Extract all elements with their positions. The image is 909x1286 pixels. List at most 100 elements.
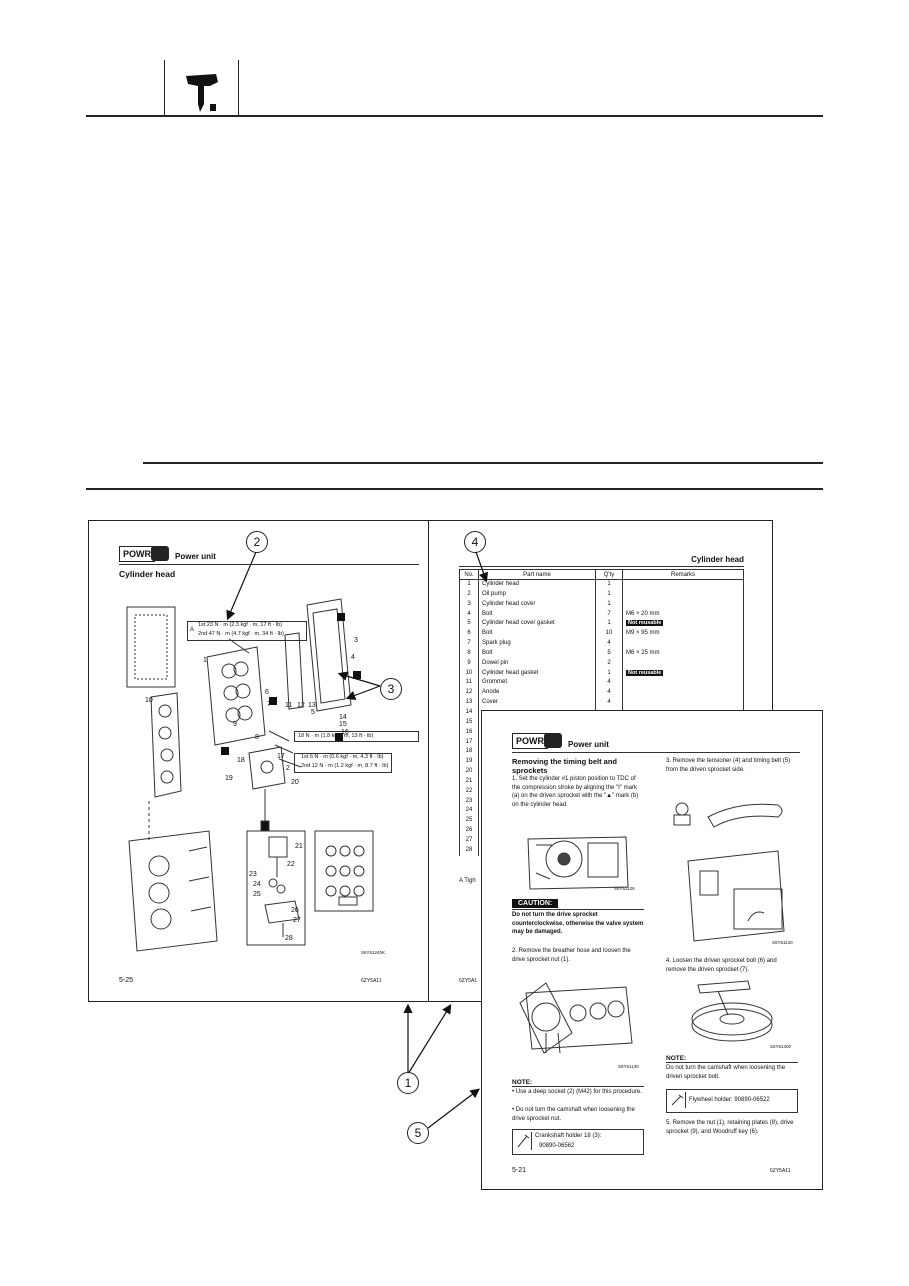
part-number: 16 [341, 729, 349, 736]
column-header: No. [459, 569, 479, 580]
tool-box-flywheel-holder: Flywheel holder: 90890-06522 [666, 1089, 798, 1113]
note-label: NOTE: [666, 1055, 687, 1062]
manual-code: 6ZY5A11 [770, 1168, 791, 1174]
torque-row: 2nd 47 N · m (4.7 kgf · m, 34 ft · lb) [198, 631, 284, 637]
row-number: 21 [459, 776, 479, 787]
tool-code: 90890-06562 [539, 1143, 575, 1149]
engine-illustration-2 [519, 982, 633, 1054]
caution-text: Do not turn the drive sprocket countercl… [512, 912, 644, 936]
image-code: S6Y51300 [770, 1044, 792, 1049]
section-tag: POWR [512, 733, 548, 749]
engine-illustration-3 [673, 802, 785, 942]
row-number: 17 [459, 737, 479, 748]
quantity: 1 [595, 579, 623, 590]
row-number: 13 [459, 698, 479, 708]
part-number: 27 [293, 917, 301, 924]
quantity: 1 [595, 619, 623, 630]
manual-page-front: POWR Power unit Removing the timing belt… [481, 710, 823, 1190]
row-number: 4 [459, 609, 479, 620]
quantity: 2 [595, 658, 623, 669]
row-number: 20 [459, 767, 479, 777]
quantity: 10 [595, 629, 623, 640]
row-number: 10 [459, 668, 479, 679]
remarks [622, 658, 744, 669]
remarks: M9 × 95 mm [622, 629, 744, 640]
manual-code: 6ZY5A11 [361, 978, 382, 984]
image-code: S6Y51140 [772, 940, 793, 945]
part-number: 21 [295, 843, 303, 850]
callout-2: 2 [246, 531, 268, 553]
part-number: 5 [311, 709, 315, 716]
part-number: 3 [354, 637, 358, 644]
outboard-motor-icon [186, 74, 218, 112]
engine-icon [544, 733, 562, 748]
torque-box-1: A 1st 23 N · m (2.3 kgf · m, 17 ft · lb)… [187, 621, 307, 641]
column-header: Part name [478, 569, 596, 580]
part-number: 12 [297, 702, 305, 709]
part-name: Cylinder head [478, 579, 596, 590]
caution-rule [512, 909, 644, 910]
column-header: Remarks [622, 569, 744, 580]
row-number: 6 [459, 629, 479, 640]
column-header: Q'ty [595, 569, 623, 580]
remarks [622, 688, 744, 699]
step-5: 5. Remove the nut (1), retaining plates … [666, 1120, 794, 1135]
part-number: 2 [286, 765, 290, 772]
section-title: Cylinder head [119, 569, 176, 579]
row-number: 7 [459, 639, 479, 649]
header-box-icon [164, 60, 239, 116]
remarks [622, 579, 744, 590]
image-code: S6Y51240K [361, 950, 386, 955]
note-label: NOTE: [512, 1079, 533, 1086]
part-number: 7 [267, 701, 271, 708]
part-name: Oil pump [478, 589, 596, 600]
part-number: 15 [339, 721, 347, 728]
wrench-icon [669, 1092, 686, 1108]
remarks: M6 × 20 mm [622, 609, 744, 620]
part-number: 6 [265, 689, 269, 696]
page-title: Power unit [568, 740, 609, 749]
part-number: 17 [277, 753, 285, 760]
wrench-icon [515, 1132, 532, 1150]
row-number: 11 [459, 678, 479, 689]
part-number: 4 [351, 654, 355, 661]
torque-row: 1st 6 N · m (0.6 kgf · m, 4.3 ft · lb) [301, 754, 384, 760]
image-code: S6Y51130 [618, 1064, 639, 1069]
header-box-blank [86, 60, 165, 116]
callout-5: 5 [407, 1122, 429, 1144]
quantity: 1 [595, 668, 623, 679]
part-name: Cover [478, 698, 596, 708]
section-title: Removing the timing belt and sprockets [512, 757, 618, 775]
part-number: 26 [291, 907, 299, 914]
part-number: 13 [308, 702, 316, 709]
part-name: Anode [478, 688, 596, 699]
step-1: 1. Set the cylinder #1 piston position t… [512, 776, 639, 808]
part-number: 8 [255, 734, 259, 741]
step-2: 2. Remove the breather hose and loosen t… [512, 948, 631, 963]
part-number: 23 [249, 871, 257, 878]
part-name: Cylinder head gasket [478, 668, 596, 679]
cylinder-head-exploded-diagram [126, 598, 374, 952]
content-rule-lower [86, 488, 823, 490]
step-4: 4. Loosen the driven sprocket bolt (6) a… [666, 958, 777, 973]
engine-icon [151, 546, 169, 561]
header-rule [86, 115, 823, 117]
row-number: 16 [459, 727, 479, 738]
torque-row: 2nd 12 N · m (1.2 kgf · m, 8.7 ft · lb) [301, 763, 389, 769]
part-number: 22 [287, 861, 295, 868]
quantity: 5 [595, 648, 623, 659]
content-rule-upper [143, 462, 823, 464]
table-header-row: No. Part name Q'ty Remarks [459, 569, 744, 580]
quantity: 4 [595, 698, 623, 708]
sprocket-illustration [691, 980, 773, 1042]
